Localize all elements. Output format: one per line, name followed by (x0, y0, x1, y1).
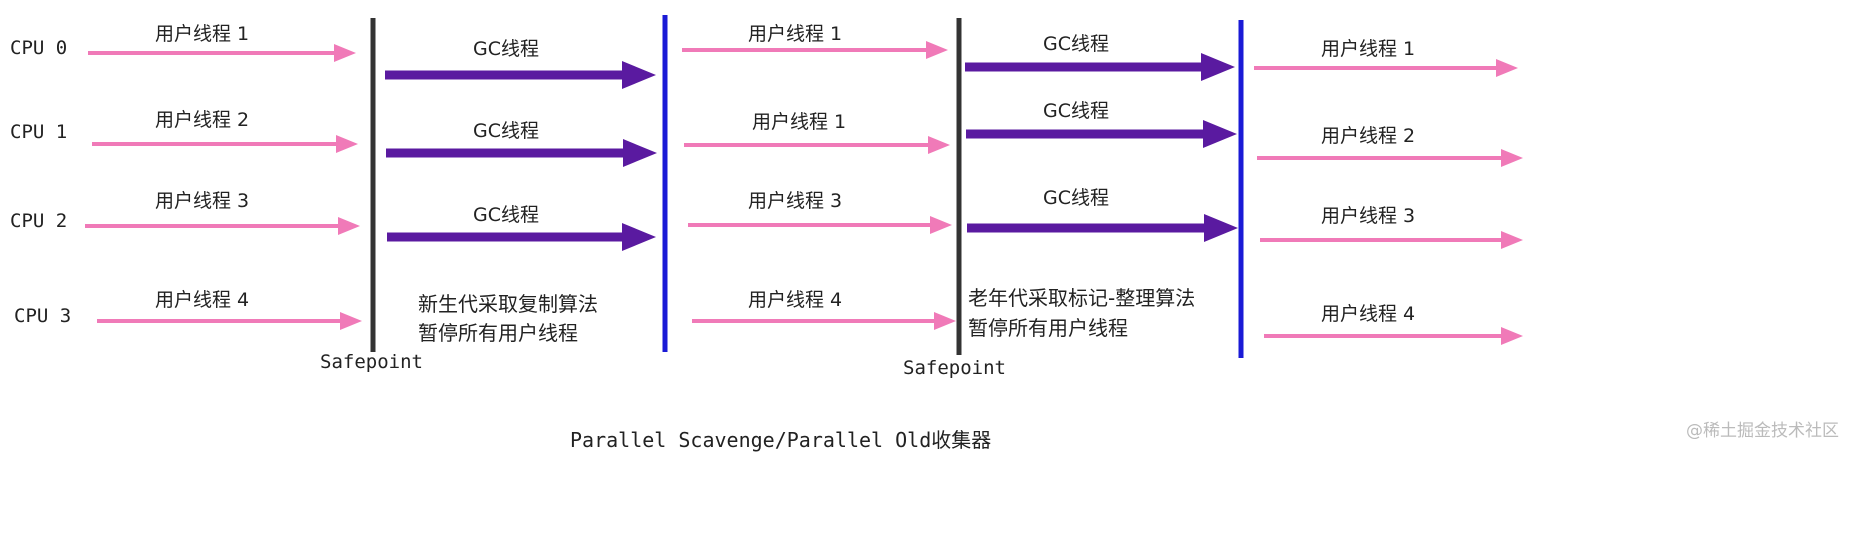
user-thread-label: 用户线程 4 (748, 289, 842, 311)
safepoint-label: Safepoint (320, 351, 423, 373)
safepoint-label: Safepoint (903, 357, 1006, 379)
diagram-caption: Parallel Scavenge/Parallel Old收集器 (570, 428, 991, 452)
young-gen-note-line: 新生代采取复制算法 (418, 292, 598, 316)
user-thread-arrowhead (1496, 59, 1518, 77)
user-thread-arrowhead (336, 135, 358, 153)
cpu-label: CPU 0 (10, 37, 67, 59)
user-thread-arrowhead (926, 41, 948, 59)
gc-thread-arrowhead (622, 223, 656, 251)
user-thread-label: 用户线程 2 (155, 109, 249, 131)
cpu-label: CPU 1 (10, 121, 67, 143)
gc-thread-label: GC线程 (1043, 100, 1109, 122)
user-thread-label: 用户线程 3 (155, 190, 249, 212)
user-thread-label: 用户线程 1 (748, 23, 842, 45)
user-thread-label: 用户线程 4 (155, 289, 249, 311)
gc-thread-label: GC线程 (473, 120, 539, 142)
user-thread-arrowhead (1501, 231, 1523, 249)
gc-thread-arrowhead (1201, 53, 1235, 81)
user-thread-arrowhead (334, 44, 356, 62)
user-thread-arrowhead (1501, 149, 1523, 167)
gc-thread-arrowhead (623, 139, 657, 167)
user-thread-arrowhead (338, 217, 360, 235)
gc-thread-label: GC线程 (473, 204, 539, 226)
cpu-label: CPU 3 (14, 305, 71, 327)
cpu-label: CPU 2 (10, 210, 67, 232)
user-thread-label: 用户线程 4 (1321, 303, 1415, 325)
user-thread-label: 用户线程 3 (748, 190, 842, 212)
gc-thread-arrowhead (1204, 214, 1238, 242)
watermark: @稀土掘金技术社区 (1686, 421, 1839, 441)
user-thread-label: 用户线程 3 (1321, 205, 1415, 227)
user-thread-arrowhead (1501, 327, 1523, 345)
phase3-user-threads: 用户线程 1 用户线程 1 用户线程 3 用户线程 4 (682, 23, 956, 330)
young-gen-note-line: 暂停所有用户线程 (418, 321, 578, 345)
phase5-user-threads: 用户线程 1 用户线程 2 用户线程 3 用户线程 4 (1254, 38, 1523, 345)
gc-thread-label: GC线程 (1043, 33, 1109, 55)
user-thread-label: 用户线程 1 (1321, 38, 1415, 60)
user-thread-label: 用户线程 1 (752, 111, 846, 133)
phase2-gc-threads: GC线程 GC线程 GC线程 (385, 38, 657, 251)
user-thread-arrowhead (928, 136, 950, 154)
user-thread-arrowhead (340, 312, 362, 330)
user-thread-arrowhead (934, 312, 956, 330)
phase4-gc-threads: GC线程 GC线程 GC线程 (965, 33, 1238, 242)
gc-thread-label: GC线程 (1043, 187, 1109, 209)
phase1-user-threads: 用户线程 1 用户线程 2 用户线程 3 用户线程 4 (85, 23, 362, 330)
old-gen-note-line: 老年代采取标记-整理算法 (968, 286, 1195, 310)
gc-thread-arrowhead (622, 61, 656, 89)
user-thread-label: 用户线程 2 (1321, 125, 1415, 147)
gc-thread-label: GC线程 (473, 38, 539, 60)
user-thread-label: 用户线程 1 (155, 23, 249, 45)
gc-thread-arrowhead (1203, 120, 1237, 148)
old-gen-note-line: 暂停所有用户线程 (968, 316, 1128, 340)
user-thread-arrowhead (930, 216, 952, 234)
